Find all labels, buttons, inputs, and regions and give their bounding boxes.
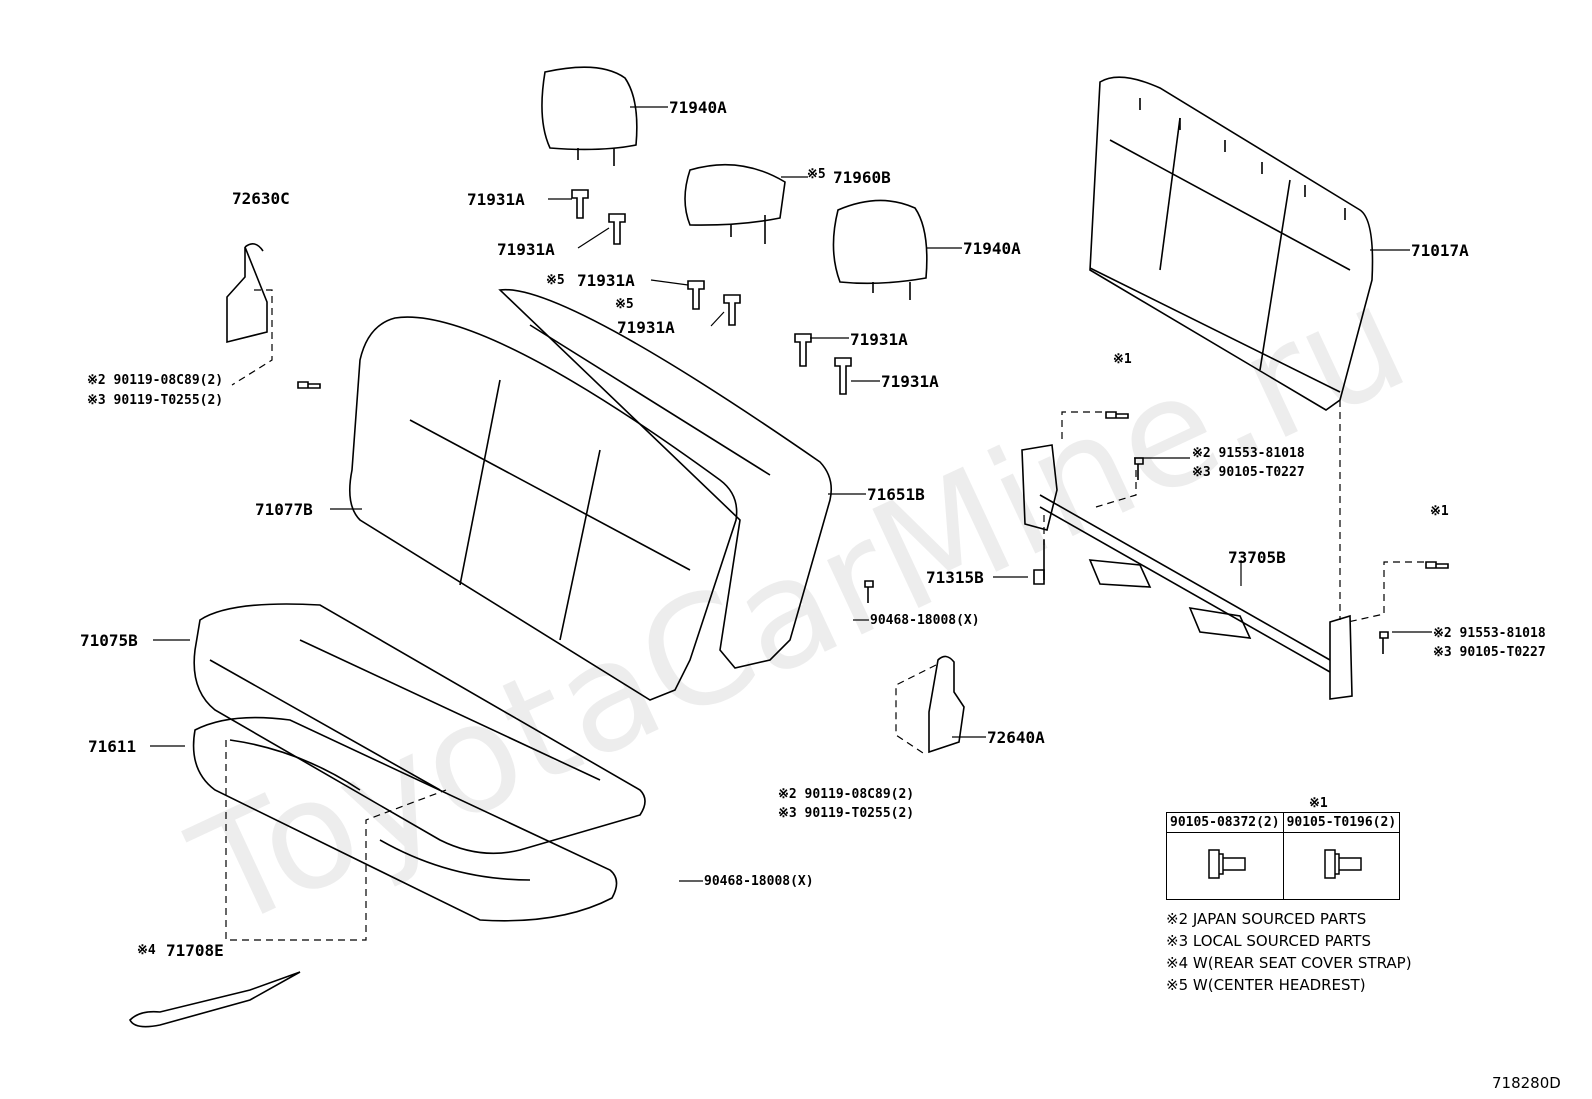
- label-support-3: 71931A: [577, 271, 635, 290]
- lock-left-illustration: [226, 243, 268, 344]
- kit-col2-image: [1282, 832, 1401, 900]
- mark-support-4: ※5: [615, 297, 634, 312]
- label-bolt-lower-local: ※3 90105-T0227: [1433, 645, 1546, 660]
- cushion-pad-illustration: [192, 716, 618, 922]
- label-screw-left-jp: ※2 90119-08C89(2): [87, 373, 224, 388]
- label-seatback-cover-right: 71651B: [867, 485, 925, 504]
- label-lock-left: 72630C: [232, 189, 290, 208]
- note-1: ※2 JAPAN SOURCED PARTS: [1166, 910, 1367, 928]
- label-lock-right: 72640A: [987, 728, 1045, 747]
- label-support-4: 71931A: [617, 318, 675, 337]
- hinge-bar-illustration: [1021, 444, 1353, 700]
- headrest-center-illustration: [684, 163, 786, 244]
- mark-bolt-right: ※1: [1430, 504, 1449, 519]
- dashed-guides: [225, 289, 1424, 941]
- bolt-kit-table: 90105-08372(2) 90105-T0196(2): [1166, 812, 1401, 900]
- label-hinge-bolt: 71315B: [926, 568, 984, 587]
- kit-col1-header: 90105-08372(2): [1166, 812, 1284, 833]
- label-seatback-cover-left: 71077B: [255, 500, 313, 519]
- label-headrest-right: 71940A: [963, 239, 1021, 258]
- lock-right-illustration: [928, 655, 965, 754]
- mark-bolt-top: ※1: [1113, 352, 1132, 367]
- note-4: ※5 W(CENTER HEADREST): [1166, 976, 1366, 994]
- label-cushion-cover: 71075B: [80, 631, 138, 650]
- seatback-cover-left-illustration: [349, 316, 738, 701]
- mark-strap: ※4: [137, 943, 156, 958]
- note-2: ※3 LOCAL SOURCED PARTS: [1166, 932, 1371, 950]
- label-bolt-upper-local: ※3 90105-T0227: [1192, 465, 1305, 480]
- label-support-5: 71931A: [850, 330, 908, 349]
- strap-illustration: [129, 971, 301, 1028]
- label-screw-center-jp: ※2 90119-08C89(2): [778, 787, 915, 802]
- leader-lines: [150, 106, 1432, 882]
- mark-support-3: ※5: [546, 273, 565, 288]
- seatback-frame-illustration: [1089, 76, 1374, 411]
- bolt-flanged-icon: [1208, 849, 1246, 879]
- label-headrest-left: 71940A: [669, 98, 727, 117]
- label-support-6: 71931A: [881, 372, 939, 391]
- label-hinge-bar: 73705B: [1228, 548, 1286, 567]
- label-support-2: 71931A: [497, 240, 555, 259]
- headrest-right-illustration: [832, 199, 928, 300]
- label-bolt-upper-jp: ※2 91553-81018: [1192, 446, 1305, 461]
- label-support-1: 71931A: [467, 190, 525, 209]
- label-hog-ring-1: 90468-18008(X): [870, 613, 980, 628]
- kit-mark: ※1: [1309, 796, 1328, 811]
- label-cushion-pad: 71611: [88, 737, 137, 756]
- cushion-cover-illustration: [193, 603, 646, 855]
- label-seatback-frame: 71017A: [1411, 241, 1469, 260]
- mark-headrest-center: ※5: [807, 167, 826, 182]
- label-headrest-center: 71960B: [833, 168, 891, 187]
- note-3: ※4 W(REAR SEAT COVER STRAP): [1166, 954, 1412, 972]
- bolt-flanged-icon: [1324, 849, 1363, 879]
- seatback-cover-right-illustration: [498, 288, 833, 669]
- label-screw-left-local: ※3 90119-T0255(2): [87, 393, 224, 408]
- headrest-supports-illustration: [571, 189, 852, 395]
- label-bolt-lower-jp: ※2 91553-81018: [1433, 626, 1546, 641]
- bolts-illustration: [297, 381, 1449, 654]
- label-screw-center-local: ※3 90119-T0255(2): [778, 806, 915, 821]
- kit-col1-image: [1166, 832, 1284, 900]
- headrest-left-illustration: [541, 66, 638, 166]
- label-strap: 71708E: [166, 941, 224, 960]
- label-hog-ring-2: 90468-18008(X): [704, 874, 814, 889]
- kit-col2-header: 90105-T0196(2): [1282, 812, 1401, 833]
- diagram-id: 718280D: [1492, 1074, 1561, 1092]
